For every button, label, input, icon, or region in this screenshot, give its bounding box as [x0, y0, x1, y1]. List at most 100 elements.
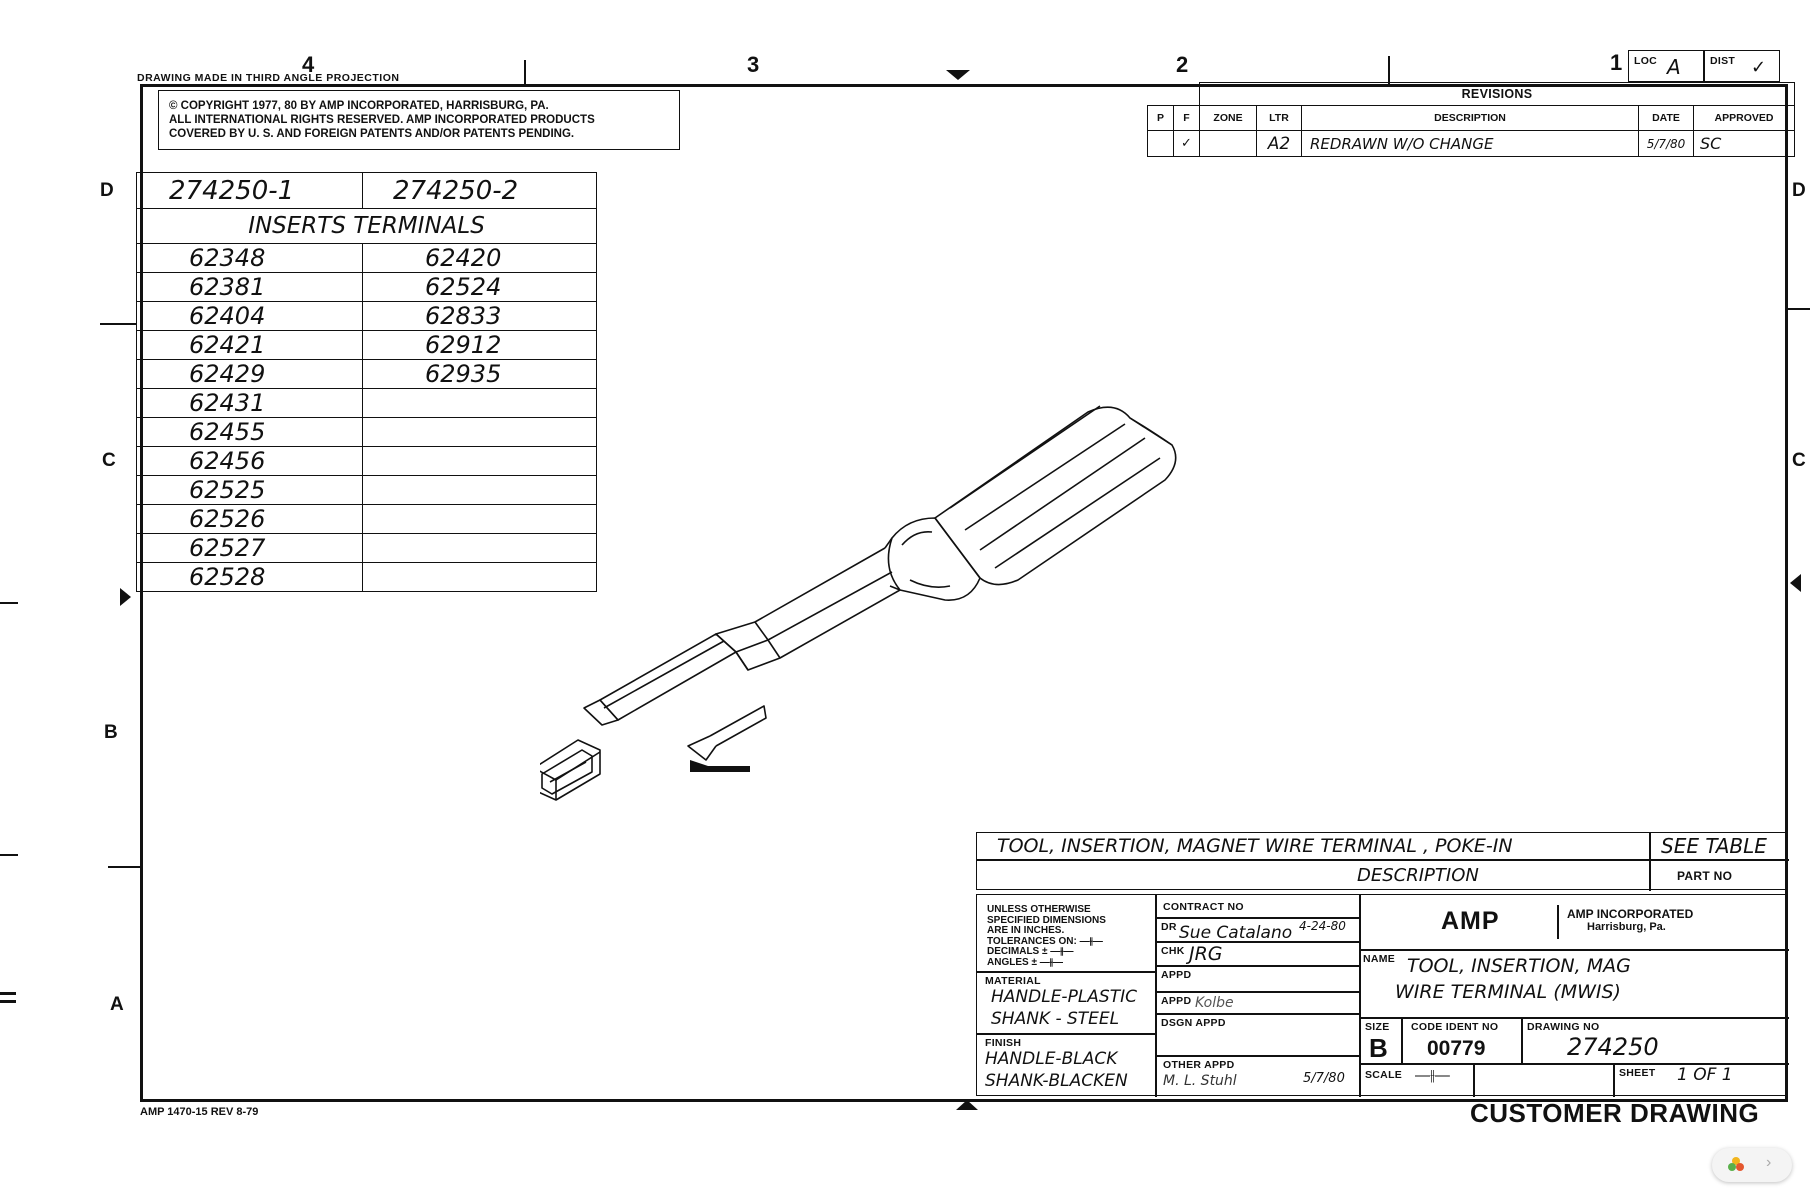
tolerance-notes: UNLESS OTHERWISE SPECIFIED DIMENSIONS AR…: [987, 904, 1106, 968]
description-label: DESCRIPTION: [1357, 865, 1479, 886]
finish-line-2: SHANK-BLACKEN: [985, 1071, 1128, 1091]
finish-line-1: HANDLE-BLACK: [985, 1049, 1118, 1069]
table-row: 62527: [136, 533, 597, 563]
customer-drawing-title: CUSTOMER DRAWING: [1470, 1098, 1760, 1128]
center-arrow-left: [120, 588, 131, 606]
terminal-part-number: 62833: [362, 301, 597, 331]
table-row: 62525: [136, 475, 597, 505]
copyright-line-2: ALL INTERNATIONAL RIGHTS RESERVED. AMP I…: [169, 114, 595, 126]
loc-value: A: [1667, 55, 1681, 79]
appd-label: APPD: [1161, 969, 1192, 981]
appd2-value: Kolbe: [1195, 995, 1234, 1011]
tol-line: TOLERANCES ON: ―⫲―: [987, 935, 1103, 947]
shaft-top: [754, 547, 886, 623]
viewer-widget[interactable]: ›: [1712, 1148, 1792, 1182]
title-block: UNLESS OTHERWISE SPECIFIED DIMENSIONS AR…: [976, 894, 1789, 1097]
other-appd-date: 5/7/80: [1303, 1071, 1345, 1086]
other-appd-label: OTHER APPD: [1163, 1059, 1235, 1071]
material-line-1: HANDLE-PLASTIC: [991, 987, 1137, 1007]
loc-dist-box: LOC A DIST ✓: [1628, 50, 1780, 83]
name-line-1: TOOL, INSERTION, MAG: [1407, 955, 1631, 977]
logo-divider: [1557, 905, 1559, 939]
table-row: 62528: [136, 562, 597, 592]
zone-side-c: C: [102, 450, 116, 471]
zone-top-4: 4: [302, 52, 315, 77]
insert-line: [549, 761, 587, 783]
description-value: TOOL, INSERTION, MAGNET WIRE TERMINAL , …: [997, 835, 1513, 857]
dr-label: DR: [1161, 921, 1177, 933]
sheet-value: 1 OF 1: [1677, 1065, 1733, 1085]
chevron-right-icon[interactable]: ›: [1766, 1154, 1772, 1171]
zone-side-a: A: [110, 994, 124, 1015]
shaft-side: [767, 571, 893, 641]
zone-tick: [108, 866, 140, 868]
table-row: 62526: [136, 504, 597, 534]
table-row: 62431: [136, 388, 597, 418]
zone-tick: [1788, 308, 1810, 310]
zone-side-c-right: C: [1792, 450, 1806, 471]
collar-detail: [909, 579, 951, 588]
insert-part-number: 62431: [136, 388, 363, 418]
tool-illustration: [540, 405, 1177, 801]
rev-zone: [1199, 130, 1257, 157]
zone-tick: [0, 602, 18, 604]
terminal-part-number: [362, 562, 597, 592]
insert-part: [540, 739, 601, 801]
name-line-2: WIRE TERMINAL (MWIS): [1395, 981, 1621, 1003]
size-value: B: [1369, 1033, 1388, 1063]
part-no-label: PART NO: [1677, 869, 1733, 883]
rev-col-p: P: [1147, 105, 1174, 131]
insert-part-number: 62381: [136, 272, 363, 302]
scale-value: ―⫲―: [1415, 1067, 1450, 1084]
arrow-head: [687, 735, 717, 761]
revisions-table: REVISIONS P F ZONE LTR DESCRIPTION DATE …: [1147, 82, 1795, 157]
tip-block: [715, 621, 781, 671]
zone-tick: [0, 992, 16, 995]
tol-line: SPECIFIED DIMENSIONS: [987, 914, 1106, 926]
copyright-notice: © COPYRIGHT 1977, 80 BY AMP INCORPORATED…: [158, 90, 680, 150]
finish-label: FINISH: [985, 1037, 1022, 1049]
rev-description: REDRAWN W/O CHANGE: [1301, 130, 1639, 157]
center-arrow-bottom: [956, 1100, 978, 1110]
terminal-part-number: [362, 533, 597, 563]
zone-top-1: 1: [1610, 50, 1623, 75]
dr-value: Sue Catalano: [1179, 923, 1293, 943]
zone-top-2: 2: [1176, 52, 1189, 77]
terminal-part-number: 62420: [362, 243, 597, 273]
terminal-part-number: 62524: [362, 272, 597, 302]
handle-flute: [979, 437, 1146, 551]
insert-part-number: 62455: [136, 417, 363, 447]
zone-side-d: D: [100, 180, 114, 201]
tol-line: DECIMALS ± ―⫲―: [987, 946, 1074, 957]
rev-col-date: DATE: [1638, 105, 1694, 131]
handle-flute: [949, 405, 1101, 509]
zone-side-b: B: [104, 722, 118, 743]
insert-part-number: 62429: [136, 359, 363, 389]
insert-part-number: 62525: [136, 475, 363, 505]
shaft-bottom: [779, 589, 901, 659]
appd2-label: APPD: [1161, 995, 1192, 1007]
dr-date: 4-24-80: [1299, 919, 1346, 933]
terminal-part-number: [362, 504, 597, 534]
material-line-2: SHANK - STEEL: [991, 1009, 1120, 1029]
rev-col-f: F: [1173, 105, 1200, 131]
table-subheader: INSERTS TERMINALS: [136, 208, 597, 244]
tol-line: ANGLES ± ―⫲―: [987, 956, 1063, 968]
company-city: Harrisburg, Pa.: [1587, 921, 1666, 933]
chk-value: JRG: [1189, 943, 1223, 965]
rev-col-approved: APPROVED: [1693, 105, 1795, 131]
terminal-part-number: 62935: [362, 359, 597, 389]
sheet-label: SHEET: [1619, 1067, 1656, 1079]
insert-part-number: 62421: [136, 330, 363, 360]
chk-label: CHK: [1161, 945, 1185, 957]
handle-end: [1129, 417, 1173, 446]
form-number: AMP 1470-15 REV 8-79: [140, 1106, 259, 1118]
rev-col-ltr: LTR: [1256, 105, 1302, 131]
contract-no-label: CONTRACT NO: [1163, 901, 1244, 913]
center-arrow-top: [946, 70, 970, 80]
